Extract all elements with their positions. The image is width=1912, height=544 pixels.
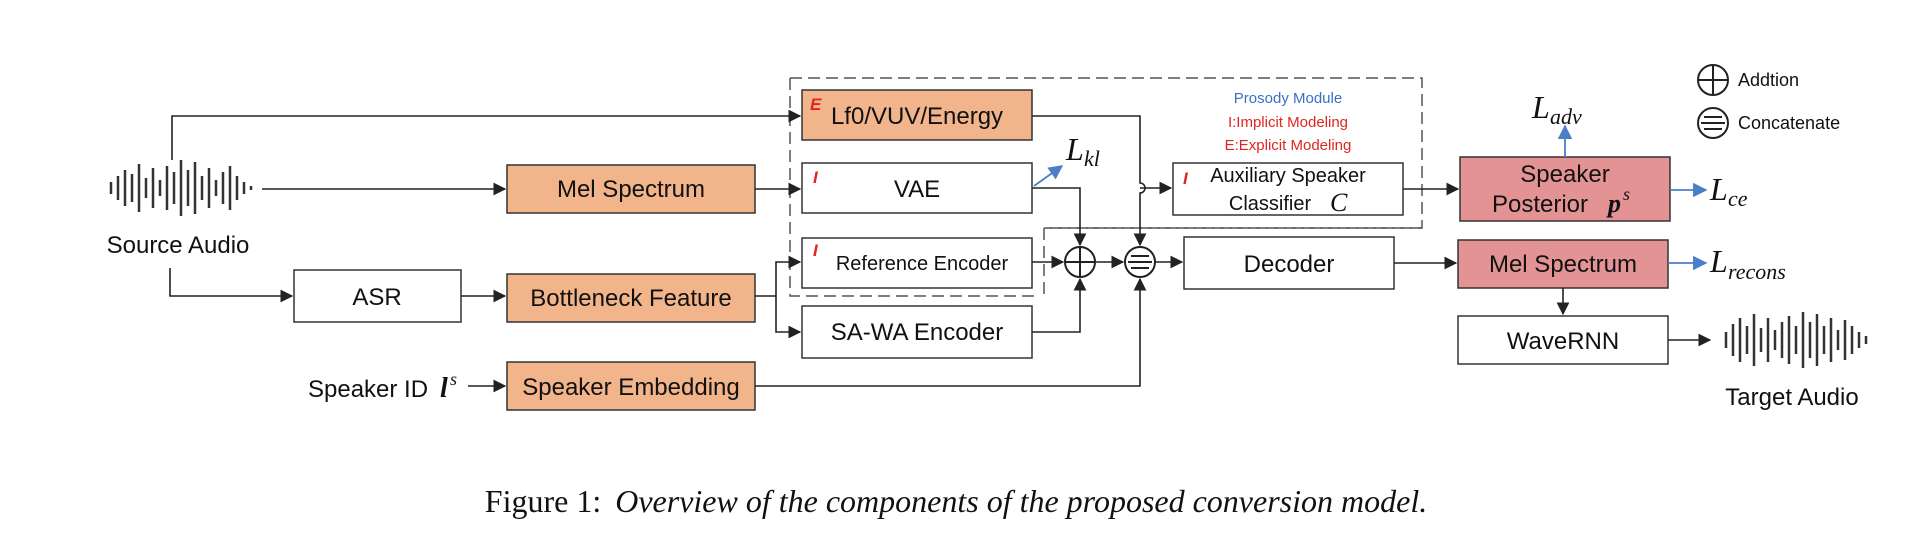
- speaker-posterior-box: [1459, 156, 1671, 222]
- caption-prefix: Figure 1:: [485, 483, 601, 519]
- aux-classifier-line1: Auxiliary Speaker: [1210, 165, 1366, 187]
- embedding-to-concat-line: [755, 277, 1147, 387]
- sawa-encoder-box: [801, 305, 1033, 359]
- vae-implicit-tag: I: [813, 168, 819, 187]
- sawa-encoder-label: SA-WA Encoder: [831, 319, 1004, 346]
- speaker-embedding-label: Speaker Embedding: [522, 374, 739, 401]
- explicit-modeling-note: E:Explicit Modeling: [1225, 137, 1352, 154]
- adv-loss-main: L: [1531, 89, 1550, 125]
- ce-loss-main: L: [1709, 171, 1728, 207]
- sawa-to-add-line: [1032, 277, 1087, 333]
- lf0-vuv-energy-box: [801, 89, 1033, 141]
- prosody-module-border-right: [1043, 227, 1422, 296]
- decoder-label: Decoder: [1244, 251, 1335, 278]
- figure-caption: Figure 1: Overview of the components of …: [485, 483, 1427, 519]
- target-audio-label: Target Audio: [1725, 384, 1858, 411]
- speaker-posterior-sup: s: [1623, 184, 1630, 204]
- aux-classifier-implicit-tag: I: [1183, 169, 1189, 188]
- speaker-posterior-symbol: p: [1606, 189, 1621, 218]
- reference-encoder-implicit-tag: I: [813, 241, 819, 260]
- bottleneck-feature-box: [506, 273, 756, 323]
- recons-loss-sub: recons: [1728, 259, 1786, 284]
- kl-loss-main: L: [1065, 131, 1084, 167]
- bottleneck-to-ref-line: [775, 255, 802, 296]
- source-audio-waveform: [109, 160, 253, 216]
- kl-loss-sub: kl: [1084, 146, 1100, 171]
- vae-box: [801, 162, 1033, 214]
- legend-concatenate-icon: [1697, 107, 1729, 139]
- asr-label: ASR: [352, 284, 401, 311]
- lf0-to-concat-line: [1032, 115, 1147, 247]
- legend-addition-label: Addtion: [1738, 70, 1799, 90]
- target-audio-waveform: [1724, 312, 1868, 368]
- prosody-module-title: Prosody Module: [1234, 90, 1342, 107]
- legend-addition-icon: [1697, 64, 1729, 96]
- reference-encoder-box: [801, 237, 1033, 289]
- addition-node: [1064, 246, 1096, 278]
- vae-label: VAE: [894, 176, 940, 203]
- mel-spectrum-input-box: [506, 164, 756, 214]
- wavernn-box: [1457, 315, 1669, 365]
- adv-loss-sub: adv: [1550, 104, 1582, 129]
- prosody-module-border: [790, 77, 1423, 229]
- aux-classifier-symbol: C: [1330, 188, 1348, 217]
- decoder-box: [1183, 236, 1395, 290]
- mel-spectrum-output-box: [1457, 239, 1669, 289]
- explicit-tag: E: [810, 95, 822, 114]
- ce-loss-sub: ce: [1728, 186, 1748, 211]
- concatenate-node: [1124, 246, 1156, 278]
- speaker-embedding-box: [506, 361, 756, 411]
- caption-text: Overview of the components of the propos…: [615, 483, 1427, 519]
- bottleneck-feature-label: Bottleneck Feature: [530, 285, 731, 312]
- legend-concatenate-label: Concatenate: [1738, 113, 1840, 133]
- wavernn-label: WaveRNN: [1507, 328, 1619, 355]
- implicit-modeling-note: I:Implicit Modeling: [1228, 114, 1348, 131]
- speaker-id-symbol: l: [440, 373, 448, 404]
- lf0-vuv-energy-label: Lf0/VUV/Energy: [831, 103, 1003, 130]
- reference-encoder-label: Reference Encoder: [836, 253, 1009, 275]
- source-to-asr-line: [169, 268, 294, 303]
- kl-loss-arrow: [1033, 165, 1064, 187]
- mel-spectrum-output-label: Mel Spectrum: [1489, 251, 1637, 278]
- speaker-posterior-line1: Speaker: [1520, 161, 1609, 188]
- aux-classifier-line2: Classifier: [1229, 193, 1312, 215]
- prosody-module-border-left: [789, 78, 1040, 297]
- speaker-posterior-line2: Posterior: [1492, 191, 1588, 218]
- recons-loss-main: L: [1709, 243, 1728, 279]
- source-audio-label: Source Audio: [107, 232, 250, 259]
- speaker-id-label: Speaker ID: [308, 376, 428, 403]
- vae-to-add-line: [1032, 187, 1087, 247]
- source-to-lf0-line: [171, 109, 802, 160]
- asr-box: [293, 269, 462, 323]
- speaker-id-sup: s: [450, 369, 457, 389]
- bottleneck-to-sawa-line: [775, 296, 802, 339]
- mel-spectrum-input-label: Mel Spectrum: [557, 176, 705, 203]
